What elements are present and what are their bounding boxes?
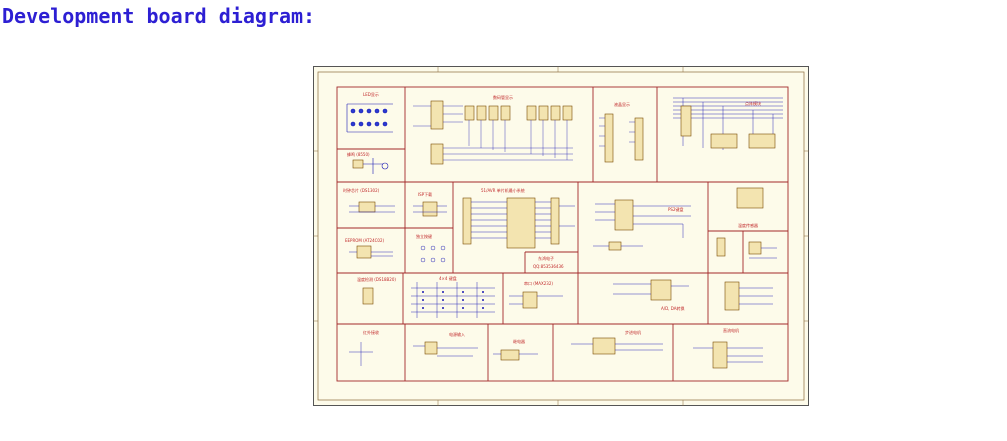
label-stepper: 步进电机 [625,329,641,335]
ps2-wiring [593,203,777,259]
mcu-pins [471,201,575,239]
label-ds18: 温度传感器 [738,222,758,228]
mcu-chip [462,197,560,249]
page-title: Development board diagram: [2,4,316,28]
frame-ticks [313,66,809,406]
keypad-switches [422,291,484,309]
label-kb44: 4×4 键盘 [439,275,457,281]
label-isp: ISP下载 [418,191,432,197]
seven-seg-displays [430,100,573,165]
buzzer [352,158,389,174]
uart-wiring [509,283,773,305]
label-adda: A/D, DA转换 [661,305,684,311]
schematic-sheet [313,66,809,406]
label-uart: 串口 (MAX232) [524,280,553,286]
label-ir: 红外接收 [363,329,379,335]
label-power: 电源输入 [449,331,465,337]
matrix-chips [680,105,776,149]
bottom-wiring [349,342,763,366]
label-eeprom: EEPROM (AT24C02) [345,238,385,243]
block-borders [336,86,789,382]
development-board-schematic: LED显示 蜂鸣 (8550) 数码管显示 液晶显示 点阵模块 时钟芯片 (DS… [313,66,809,406]
clock-chip [356,201,438,259]
bottom-chips [424,337,728,369]
uart-chips [522,279,740,311]
label-lcd: 液晶显示 [614,101,630,107]
label-mcu: 51/AVR 单片机最小系统 [481,187,525,193]
keypad-4x4 [411,282,495,318]
block-labels: LED显示 蜂鸣 (8550) 数码管显示 液晶显示 点阵模块 时钟芯片 (DS… [343,92,761,344]
label-clock: 时钟芯片 (DS1302) [343,187,380,193]
label-relay: 继电器 [513,338,525,344]
lcd-wiring [599,117,635,147]
label-temp: 温度检测 (DS18B20) [357,276,396,282]
lcd-connectors [604,113,644,163]
label-seg: 数码管显示 [493,94,513,100]
seg-wiring [413,105,573,161]
ps2-chips [608,187,764,257]
label-dc: 直流电机 [723,327,739,333]
label-matrix: 点阵模块 [745,100,761,106]
led-array [346,103,393,133]
label-buzzer: 蜂鸣 (8550) [347,151,370,157]
temp-sensor [362,287,374,305]
label-qq: QQ:853536436 [533,264,564,269]
label-brand: 东鸿电子 [538,255,554,261]
label-led: LED显示 [363,92,379,97]
label-ps2: PS2键盘 [668,206,684,212]
misc-wiring-1 [349,205,447,263]
label-indkey: 独立按键 [416,233,432,239]
